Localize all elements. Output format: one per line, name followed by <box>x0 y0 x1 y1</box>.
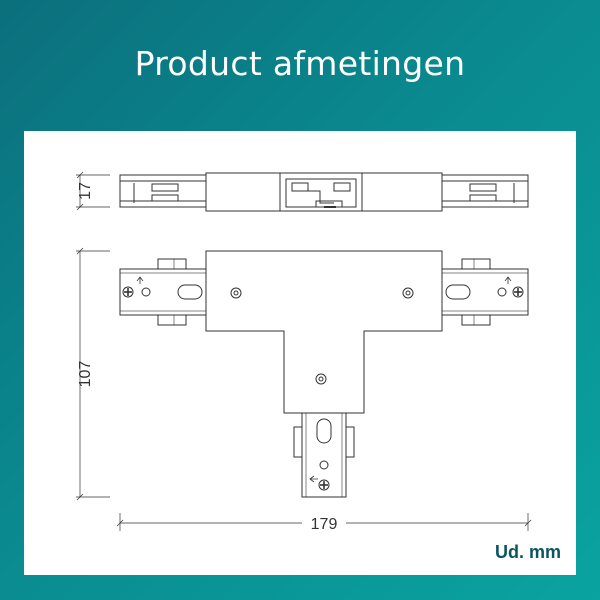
page-title: Product afmetingen <box>134 44 466 83</box>
unit-note: Ud. mm <box>494 542 561 562</box>
drawing-panel: 17 107 179 Ud. mm <box>24 131 576 575</box>
dimension-label-17: 17 <box>77 182 94 200</box>
dimension-107 <box>76 247 110 501</box>
dimension-17 <box>76 171 110 211</box>
dimension-179 <box>116 513 532 532</box>
front-view <box>119 250 529 498</box>
dimension-label-107: 107 <box>77 361 94 388</box>
dimension-label-179: 179 <box>311 516 338 533</box>
side-profile-view <box>119 172 529 212</box>
technical-drawing: 17 107 179 <box>76 171 532 533</box>
